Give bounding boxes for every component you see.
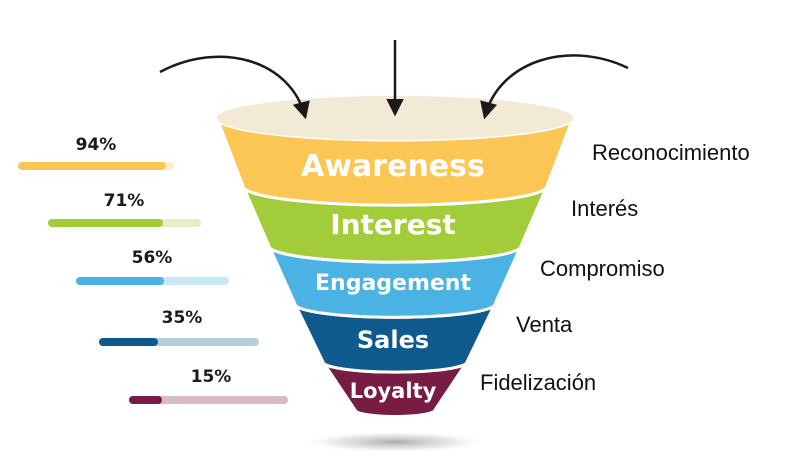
percent-label: 56%: [132, 248, 173, 268]
side-label-venta: Venta: [516, 312, 573, 337]
stage-label-sales: Sales: [357, 326, 429, 354]
percent-bar-fill: [48, 219, 163, 227]
side-label-interes: Interés: [571, 196, 638, 221]
percent-bar-fill: [129, 396, 162, 404]
percent-bar-track: [129, 396, 288, 404]
percent-bars: 94% 71% 56% 35% 15%: [18, 135, 288, 404]
side-label-reconocimiento: Reconocimiento: [592, 140, 750, 165]
percent-bar-fill: [76, 277, 164, 285]
percent-bar-fill: [18, 162, 166, 170]
percent-label: 15%: [191, 367, 232, 387]
percent-bar-fill: [99, 338, 158, 346]
stage-label-interest: Interest: [330, 208, 456, 241]
percent-label: 35%: [162, 308, 203, 328]
side-label-fidelizacion: Fidelización: [480, 370, 596, 395]
stage-label-loyalty: Loyalty: [350, 379, 437, 403]
arrow-right-icon: [480, 54, 629, 120]
funnel-shadow: [300, 431, 490, 453]
percent-label: 71%: [104, 191, 145, 211]
arrow-left-icon: [159, 55, 310, 120]
stage-label-awareness: Awareness: [301, 149, 485, 184]
funnel-layers: [215, 117, 575, 418]
side-label-compromiso: Compromiso: [540, 256, 665, 281]
percent-label: 94%: [76, 135, 117, 155]
side-labels: ReconocimientoInterésCompromisoVentaFide…: [480, 140, 750, 395]
stage-label-engagement: Engagement: [315, 271, 471, 296]
